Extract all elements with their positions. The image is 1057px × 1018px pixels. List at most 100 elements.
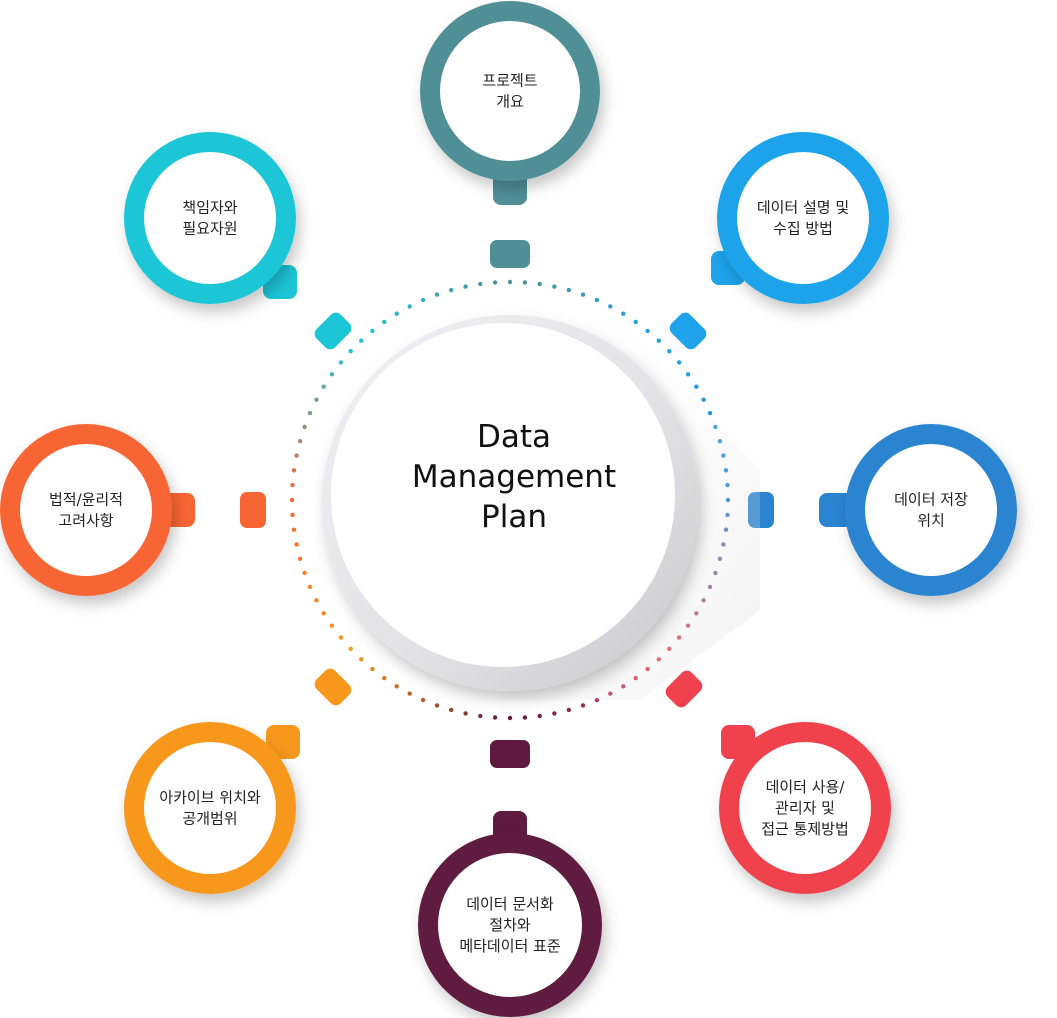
ring-dot [537, 713, 542, 719]
marker-overview [490, 240, 530, 268]
marker-access [665, 670, 703, 708]
ring-dot [348, 349, 353, 354]
ring-dot [348, 646, 353, 651]
ring-dot [507, 279, 513, 285]
ring-dot [321, 611, 326, 616]
node-inner-circle [737, 152, 869, 284]
ring-dot [297, 439, 303, 444]
ring-dot [449, 707, 454, 713]
ring-dot [359, 338, 364, 343]
ring-dot [449, 287, 454, 293]
ring-dot [694, 384, 699, 389]
node-inner-circle [865, 444, 997, 576]
ring-dot [566, 287, 571, 293]
ring-dot [580, 292, 586, 297]
ring-dot [307, 410, 313, 416]
ring-dot [329, 372, 335, 377]
ring-dot [492, 280, 498, 285]
ring-dot [370, 328, 375, 334]
ring-dot [645, 328, 650, 334]
ring-dot [552, 284, 557, 289]
node-tab [819, 493, 853, 527]
ring-dot [302, 570, 307, 576]
ring-dot [420, 697, 426, 703]
ring-dot [291, 468, 297, 473]
ring-dot [407, 304, 412, 309]
node-tab [266, 725, 300, 759]
ring-dot [552, 711, 557, 716]
ring-dot [290, 512, 295, 518]
marker-data-desc [669, 312, 707, 350]
ring-dot [676, 360, 682, 365]
ring-dot [701, 397, 706, 402]
ring-dot [633, 319, 638, 325]
dotted-ring [289, 279, 731, 721]
ring-dot [338, 360, 344, 365]
ring-dot [407, 691, 412, 696]
ring-dot [314, 598, 319, 603]
ring-dot [314, 397, 319, 402]
marker-archive [314, 668, 352, 706]
ring-dot [463, 711, 468, 716]
ring-dot [492, 715, 498, 720]
ring-dot [478, 281, 483, 287]
ring-dot [522, 280, 528, 285]
ring-dot [434, 703, 440, 708]
ring-dot [359, 657, 364, 662]
ring-dot [434, 292, 440, 297]
ring-dot [507, 715, 513, 721]
ring-dot [338, 635, 344, 640]
node-inner-circle [440, 21, 580, 161]
ring-dot [594, 297, 600, 303]
connector-markers [240, 240, 774, 768]
ring-dot [420, 297, 426, 303]
ring-dot [297, 556, 303, 561]
ring-dot [580, 703, 586, 708]
marker-responsible [314, 312, 352, 350]
ring-dot [307, 584, 313, 590]
ring-dot [621, 311, 626, 316]
ring-dot [707, 410, 713, 416]
ring-dot [685, 372, 691, 377]
ring-dot [370, 666, 375, 672]
ring-dot [608, 304, 613, 309]
ring-dot [382, 675, 387, 681]
ring-dot [394, 311, 399, 316]
ring-dot [394, 684, 399, 689]
ring-dot [289, 497, 295, 503]
ring-dot [294, 542, 299, 547]
ring-dot [329, 623, 335, 628]
ring-dot [382, 319, 387, 325]
node-inner-circle [438, 853, 582, 997]
node-inner-circle [144, 742, 276, 874]
node-inner-circle [739, 742, 871, 874]
ring-dot [290, 482, 295, 488]
ring-dot [463, 284, 468, 289]
ring-dot [537, 281, 542, 287]
node-inner-circle [144, 152, 276, 284]
marker-legal [240, 492, 266, 528]
ring-dot [291, 527, 297, 532]
marker-documentation [490, 740, 530, 768]
ring-dot [566, 707, 571, 713]
ring-dot [478, 713, 483, 719]
